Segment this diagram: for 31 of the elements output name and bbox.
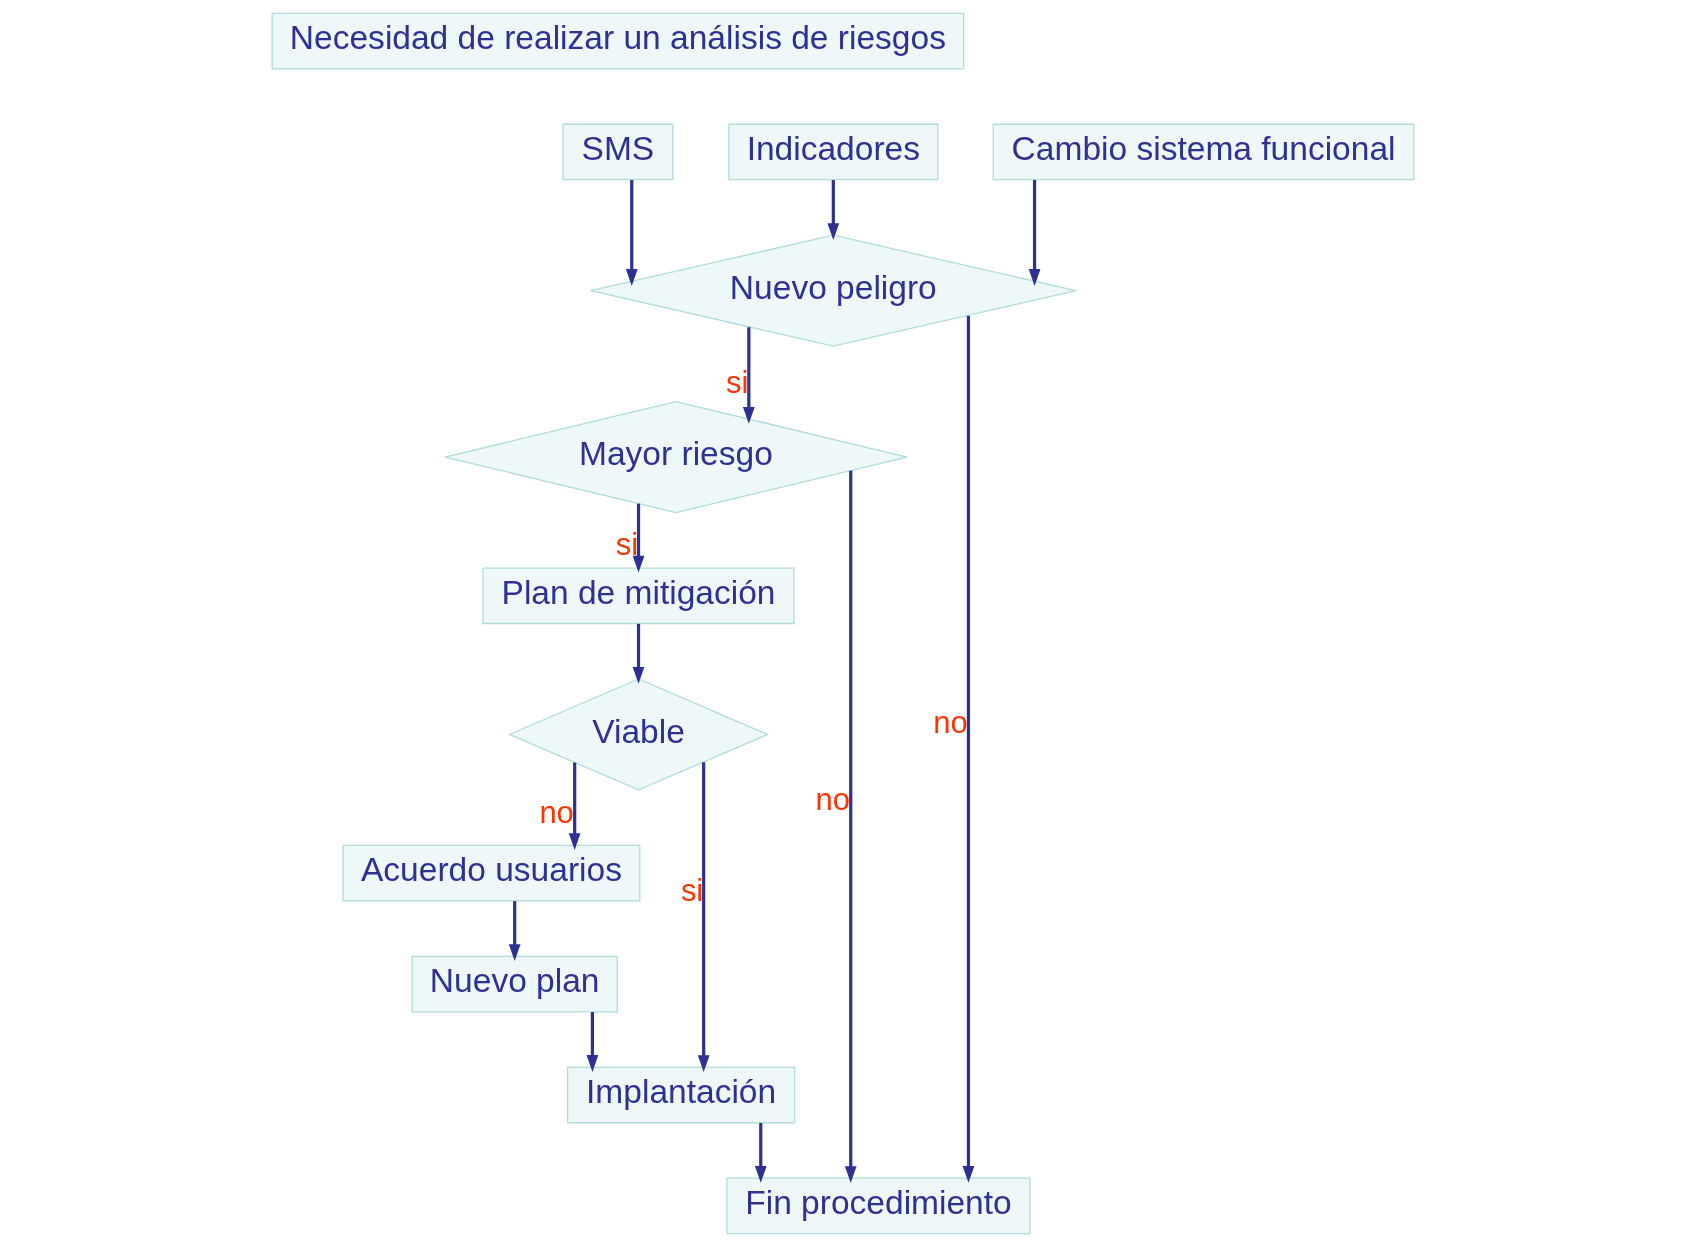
node-box: Fin procedimiento (726, 1177, 1031, 1235)
node-box: Plan de mitigación (482, 567, 795, 625)
arrow (754, 1123, 767, 1183)
arrow (962, 315, 975, 1183)
edge-label: no (539, 795, 574, 831)
edge-label: si (615, 527, 639, 563)
node-diamond: Viable (507, 678, 770, 791)
arrow (508, 901, 521, 961)
arrow (697, 762, 710, 1073)
arrow (625, 180, 638, 286)
edge-label: si (680, 872, 704, 908)
edge-label: no (933, 704, 968, 740)
arrow (632, 503, 645, 573)
node-box: Cambio sistema funcional (992, 123, 1415, 181)
arrow (1028, 180, 1041, 286)
arrow (742, 327, 755, 424)
node-box: SMS (562, 123, 674, 181)
arrow (844, 470, 857, 1183)
node-diamond: Nuevo peligro (590, 234, 1077, 347)
arrow (586, 1012, 599, 1072)
arrow (827, 180, 840, 241)
arrow (632, 623, 645, 684)
edge-label: si (726, 364, 749, 400)
arrow (568, 762, 581, 850)
node-diamond: Mayor riesgo (444, 400, 908, 514)
node-box: Necesidad de realizar un análisis de riesgos (271, 12, 965, 70)
node-box: Implantación (566, 1066, 796, 1124)
edge-label: no (815, 782, 850, 818)
node-box: Indicadores (728, 123, 939, 181)
node-box: Acuerdo usuarios (342, 844, 641, 902)
node-box: Nuevo plan (411, 955, 618, 1013)
